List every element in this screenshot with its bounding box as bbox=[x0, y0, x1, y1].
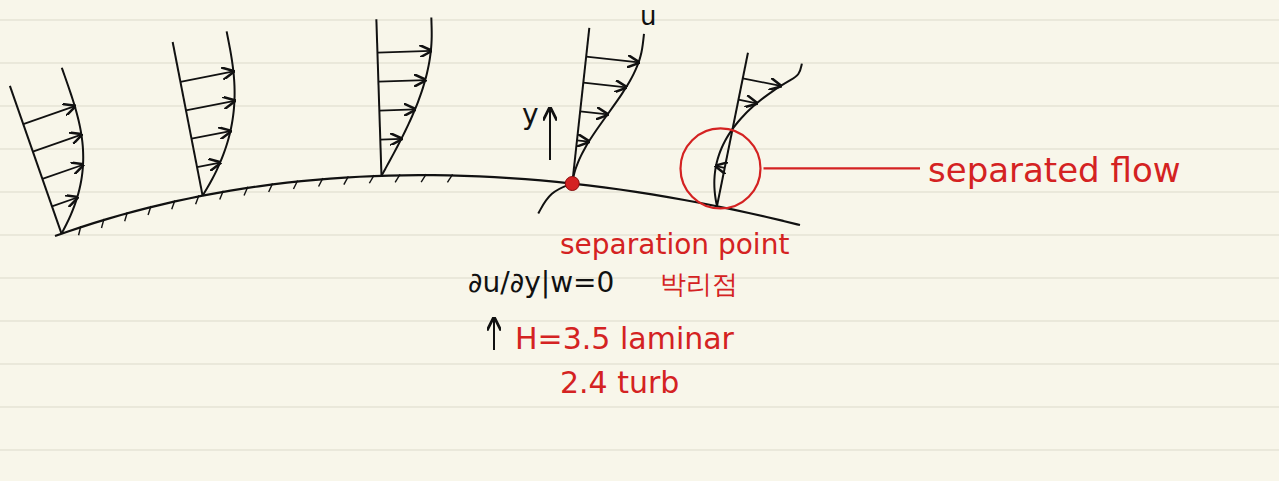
velocity-profile bbox=[572, 34, 644, 184]
velocity-arrow bbox=[192, 131, 231, 139]
y-axis-arrow bbox=[549, 108, 551, 160]
ruled-line bbox=[0, 407, 1279, 408]
wall-hatch bbox=[196, 195, 199, 204]
shape-factor-note: 2.4 turb bbox=[560, 366, 679, 399]
velocity-arrow bbox=[379, 109, 415, 110]
ruled-line bbox=[0, 149, 1279, 150]
wall-hatch bbox=[319, 178, 323, 186]
velocity-arrow bbox=[186, 101, 235, 110]
wall-hatch bbox=[344, 176, 349, 184]
profile-axis bbox=[376, 19, 381, 176]
velocity-arrow bbox=[33, 135, 82, 152]
velocity-arrow bbox=[577, 140, 589, 141]
pointer-arrow bbox=[493, 318, 495, 350]
velocity-arrow bbox=[52, 197, 77, 206]
wall-hatch bbox=[293, 180, 297, 188]
velocity-profile bbox=[203, 31, 235, 195]
ruled-line bbox=[0, 20, 1279, 21]
velocity-arrow bbox=[580, 111, 607, 114]
velocity-arrow bbox=[378, 80, 425, 82]
velocity-profiles bbox=[10, 17, 920, 350]
axis-symbol: y bbox=[522, 100, 539, 131]
ruled-line bbox=[0, 106, 1279, 107]
shape-factor-note: H=3.5 laminar bbox=[515, 322, 734, 355]
wall-hatch bbox=[421, 174, 426, 182]
velocity-arrow bbox=[583, 83, 626, 88]
wall-hatch bbox=[244, 187, 248, 196]
velocity-arrow bbox=[180, 71, 233, 81]
wall-hatch bbox=[269, 183, 273, 192]
wall-hatch bbox=[79, 226, 81, 235]
velocity-arrow bbox=[23, 106, 75, 124]
velocity-arrow bbox=[743, 78, 781, 86]
ruled-lines bbox=[0, 20, 1279, 450]
curved-wall bbox=[55, 175, 800, 236]
korean-term: 박리점 bbox=[660, 270, 738, 299]
wall-hatch bbox=[125, 212, 128, 221]
velocity-arrow bbox=[380, 138, 401, 140]
velocity-profile bbox=[62, 68, 84, 234]
wall-hatch bbox=[220, 191, 224, 200]
velocity-arrow bbox=[197, 163, 220, 167]
velocity-symbol: u bbox=[640, 2, 656, 31]
wall-hatch bbox=[172, 200, 175, 209]
velocity-arrow bbox=[377, 51, 430, 53]
wall-hatch bbox=[447, 174, 452, 182]
velocity-arrow bbox=[716, 166, 725, 168]
profile-axis bbox=[572, 28, 589, 184]
velocity-arrow bbox=[738, 100, 756, 104]
velocity-profile bbox=[381, 17, 431, 175]
callout-text: separation point bbox=[560, 230, 789, 261]
callout-text: separated flow bbox=[928, 152, 1181, 189]
leader-line bbox=[763, 167, 920, 169]
separation-point-dot bbox=[565, 177, 579, 191]
ruled-line bbox=[0, 450, 1279, 451]
separation-circle bbox=[680, 128, 760, 208]
wall-hatch bbox=[148, 206, 151, 215]
profile-axis bbox=[173, 42, 203, 196]
wall-hatch bbox=[102, 219, 104, 228]
velocity-arrow bbox=[586, 57, 638, 63]
wall-hatch bbox=[369, 175, 374, 183]
velocity-arrow bbox=[42, 165, 83, 179]
condition-formula: ∂u/∂y|w=0 bbox=[468, 268, 614, 299]
wall-hatch bbox=[395, 174, 400, 182]
ruled-line bbox=[0, 278, 1279, 279]
ruled-line bbox=[0, 364, 1279, 365]
profile-axis bbox=[10, 86, 62, 234]
